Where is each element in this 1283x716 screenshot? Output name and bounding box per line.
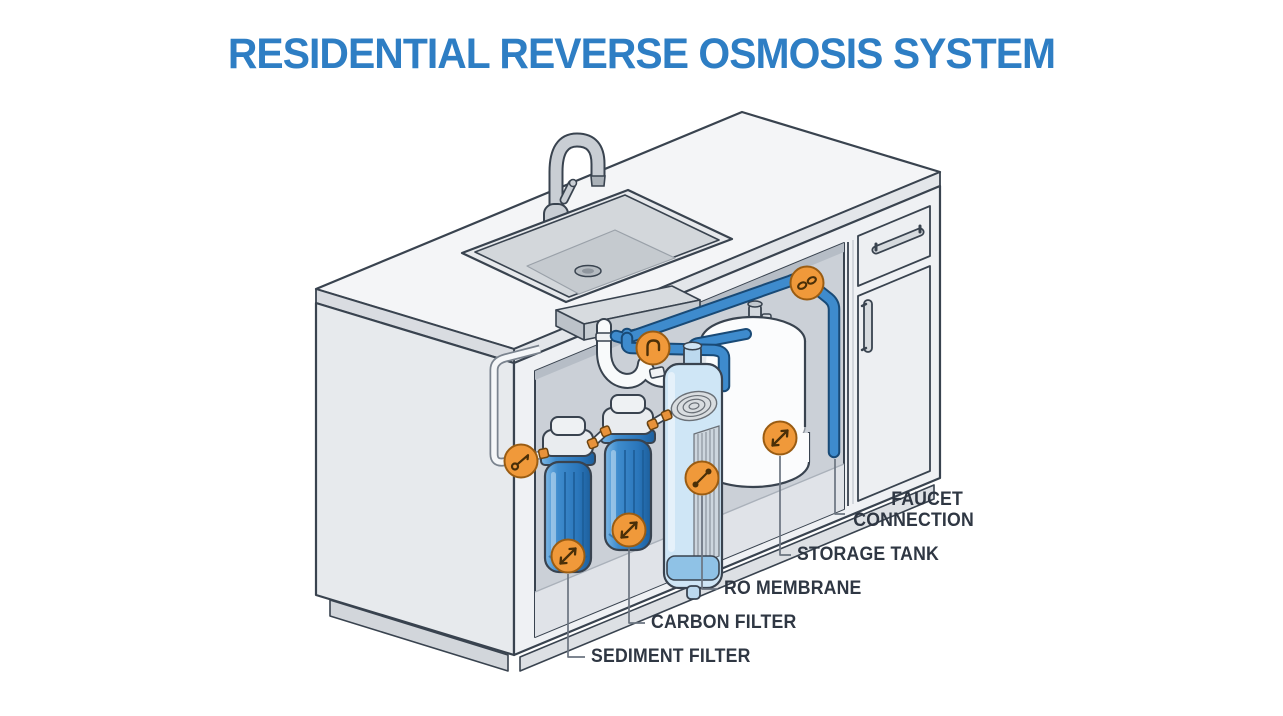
cabinet-right-section bbox=[847, 205, 931, 506]
leader-sediment-filter bbox=[567, 574, 585, 658]
label-storage-tank: STORAGE TANK bbox=[797, 544, 939, 565]
sediment-filter-marker bbox=[550, 538, 586, 574]
cabinet-side-panel bbox=[314, 301, 516, 657]
leader-faucet-connection bbox=[834, 459, 845, 515]
leader-carbon-filter bbox=[628, 548, 645, 624]
membrane-element bbox=[693, 425, 720, 567]
filter-connectors bbox=[537, 409, 673, 460]
toe-kick bbox=[329, 599, 509, 672]
leader-storage-tank bbox=[779, 456, 791, 556]
door-handle bbox=[860, 299, 873, 353]
faucet-connection-marker bbox=[789, 265, 825, 301]
label-ro-membrane: RO MEMBRANE bbox=[724, 578, 862, 599]
cold-water-supply-line bbox=[489, 344, 542, 467]
page-title: RESIDENTIAL REVERSE OSMOSIS SYSTEM bbox=[227, 30, 1056, 78]
label-sediment-filter: SEDIMENT FILTER bbox=[591, 646, 751, 667]
membrane-spiral bbox=[670, 390, 718, 422]
label-faucet-connection: FAUCET CONNECTION bbox=[853, 489, 974, 531]
sink-drain bbox=[574, 264, 602, 278]
carbon-filter-marker bbox=[611, 512, 647, 548]
drawer-handle bbox=[871, 224, 925, 255]
supply-connection-marker bbox=[503, 443, 539, 479]
kitchen-sink bbox=[460, 188, 734, 304]
leader-ro-membrane bbox=[701, 496, 718, 590]
toe-kick bbox=[519, 484, 935, 672]
storage-tank-marker bbox=[762, 420, 798, 456]
leader-lines bbox=[567, 456, 845, 658]
callout-markers bbox=[503, 265, 825, 574]
cabinet-door bbox=[857, 265, 931, 502]
drain-line-marker bbox=[635, 330, 671, 366]
label-carbon-filter: CARBON FILTER bbox=[651, 612, 797, 633]
ro-membrane-marker bbox=[684, 460, 720, 496]
